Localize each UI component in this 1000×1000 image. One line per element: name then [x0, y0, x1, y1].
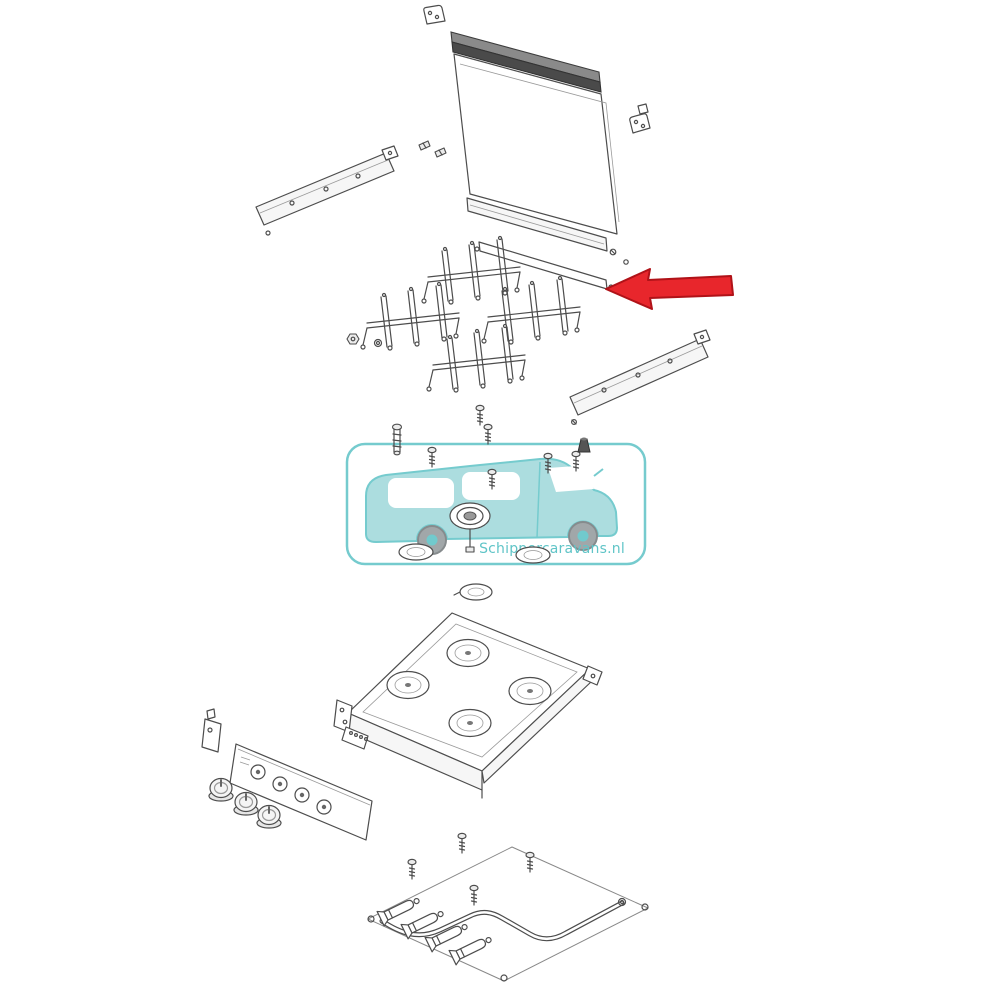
knob-hole	[294, 787, 310, 803]
lid-hinge-pins	[418, 140, 447, 158]
control-knob	[256, 804, 282, 829]
fascia-label	[239, 756, 251, 766]
control-knob	[233, 791, 259, 816]
screw	[469, 884, 479, 906]
fascia-end-bracket	[201, 708, 222, 753]
screw	[457, 832, 467, 854]
hinge-bracket-top	[423, 4, 446, 25]
pan-support-grate	[481, 275, 581, 345]
rubber-foot	[577, 437, 591, 453]
hob-bracket-left	[333, 699, 353, 733]
hob-burner	[448, 708, 492, 738]
nut	[346, 333, 360, 345]
watermark-frame	[345, 442, 647, 566]
small-fasteners	[346, 333, 493, 445]
glass-lid	[453, 53, 620, 235]
van-mirror	[593, 468, 604, 477]
left-mounting-rail	[255, 145, 399, 236]
hob-flange	[582, 665, 603, 686]
hob-burner	[386, 670, 430, 700]
middle-hardware	[391, 423, 591, 601]
burner-ring	[398, 543, 434, 561]
burner-ring	[453, 583, 493, 601]
van-hub-rear	[426, 534, 438, 546]
van-window-rear	[388, 478, 454, 508]
lid-bottom-channel	[466, 197, 629, 265]
knob-hole	[316, 799, 332, 815]
van-windshield	[548, 466, 594, 492]
screw	[475, 404, 485, 426]
van-hub-front	[577, 530, 589, 542]
gas-manifold	[367, 832, 649, 982]
van-window-mid	[462, 472, 520, 500]
watermark: Schippercaravans.nl	[345, 442, 647, 566]
screw	[483, 423, 493, 445]
screw	[427, 446, 437, 468]
lid-top-rail	[450, 31, 602, 93]
control-knob	[208, 777, 234, 802]
hob-burner	[446, 638, 490, 668]
right-mounting-rail	[569, 329, 711, 426]
burner-cap-assembly	[449, 502, 491, 553]
pan-support-grates	[360, 235, 581, 393]
screw	[525, 851, 535, 873]
highlight-arrow	[605, 268, 734, 310]
gas-inlet-fitting	[617, 897, 627, 907]
hob-body	[333, 612, 603, 799]
van-door-line	[536, 461, 541, 539]
hob-burner	[508, 676, 552, 706]
washer	[373, 338, 383, 348]
terminal-block	[341, 726, 369, 750]
knob-hole	[250, 764, 266, 780]
trim-strip	[474, 241, 614, 290]
screw	[407, 858, 417, 880]
shoulder-bolt	[391, 423, 403, 456]
control-fascia	[229, 743, 373, 841]
knob-hole	[272, 776, 288, 792]
burner-ring	[515, 546, 551, 564]
red-arrow-left	[605, 268, 734, 310]
hinge-bracket-right	[629, 103, 651, 134]
watermark-text: Schippercaravans.nl	[479, 541, 625, 557]
lid-assembly	[418, 4, 651, 235]
